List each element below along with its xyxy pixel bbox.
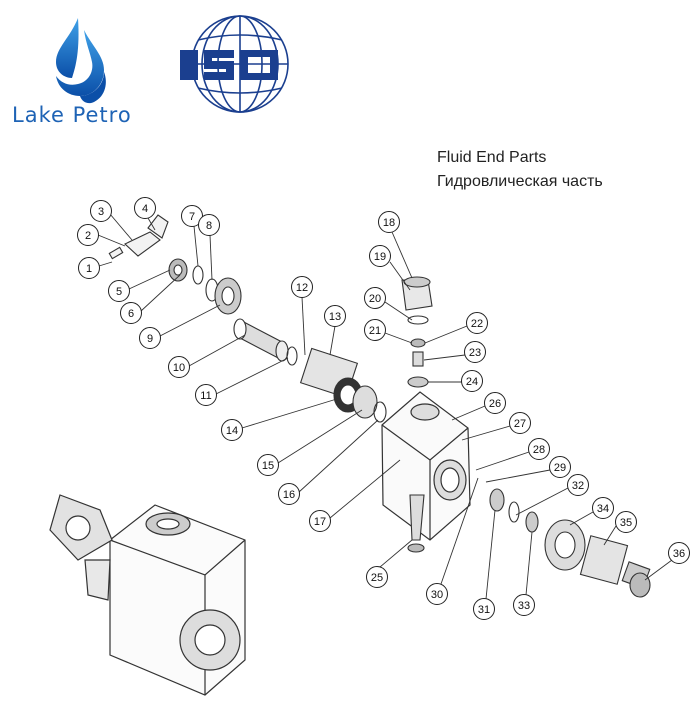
part-callout-25: 25 bbox=[366, 566, 388, 588]
part-callout-2: 2 bbox=[77, 224, 99, 246]
part-callout-32: 32 bbox=[567, 474, 589, 496]
part-callout-22: 22 bbox=[466, 312, 488, 334]
part-callout-19: 19 bbox=[369, 245, 391, 267]
part-callout-23: 23 bbox=[464, 341, 486, 363]
part-callout-35: 35 bbox=[615, 511, 637, 533]
part-callout-17: 17 bbox=[309, 510, 331, 532]
part-callout-14: 14 bbox=[221, 419, 243, 441]
diagram-title: Fluid End Parts bbox=[437, 149, 547, 166]
part-callout-34: 34 bbox=[592, 497, 614, 519]
part-callout-8: 8 bbox=[198, 214, 220, 236]
part-callout-24: 24 bbox=[461, 370, 483, 392]
part-callout-16: 16 bbox=[278, 483, 300, 505]
part-callout-18: 18 bbox=[378, 211, 400, 233]
part-callout-20: 20 bbox=[364, 287, 386, 309]
part-callout-27: 27 bbox=[509, 412, 531, 434]
part-callout-33: 33 bbox=[513, 594, 535, 616]
fluid-end-block bbox=[381, 391, 471, 541]
part-callout-10: 10 bbox=[168, 356, 190, 378]
part-callout-5: 5 bbox=[108, 280, 130, 302]
part-callout-11: 11 bbox=[195, 384, 217, 406]
part-callout-12: 12 bbox=[291, 276, 313, 298]
part-callout-29: 29 bbox=[549, 456, 571, 478]
lake-petro-logo-icon bbox=[56, 18, 106, 104]
part-callout-15: 15 bbox=[257, 454, 279, 476]
part-callout-21: 21 bbox=[364, 319, 386, 341]
part-callout-30: 30 bbox=[426, 583, 448, 605]
leader-lines bbox=[97, 213, 673, 600]
part-callout-1: 1 bbox=[78, 257, 100, 279]
part-callout-28: 28 bbox=[528, 438, 550, 460]
part-callout-13: 13 bbox=[324, 305, 346, 327]
assembled-pump-view bbox=[49, 494, 246, 696]
part-callout-3: 3 bbox=[90, 200, 112, 222]
part-callout-6: 6 bbox=[120, 302, 142, 324]
brand-name: Lake Petro bbox=[12, 103, 132, 127]
iso-lettering-icon bbox=[180, 50, 278, 80]
part-callout-26: 26 bbox=[484, 392, 506, 414]
part-callout-9: 9 bbox=[139, 327, 161, 349]
diagram-subtitle: Гидровлическая часть bbox=[437, 173, 603, 190]
part-callout-36: 36 bbox=[668, 542, 690, 564]
part-callout-4: 4 bbox=[134, 197, 156, 219]
part-callout-31: 31 bbox=[473, 598, 495, 620]
